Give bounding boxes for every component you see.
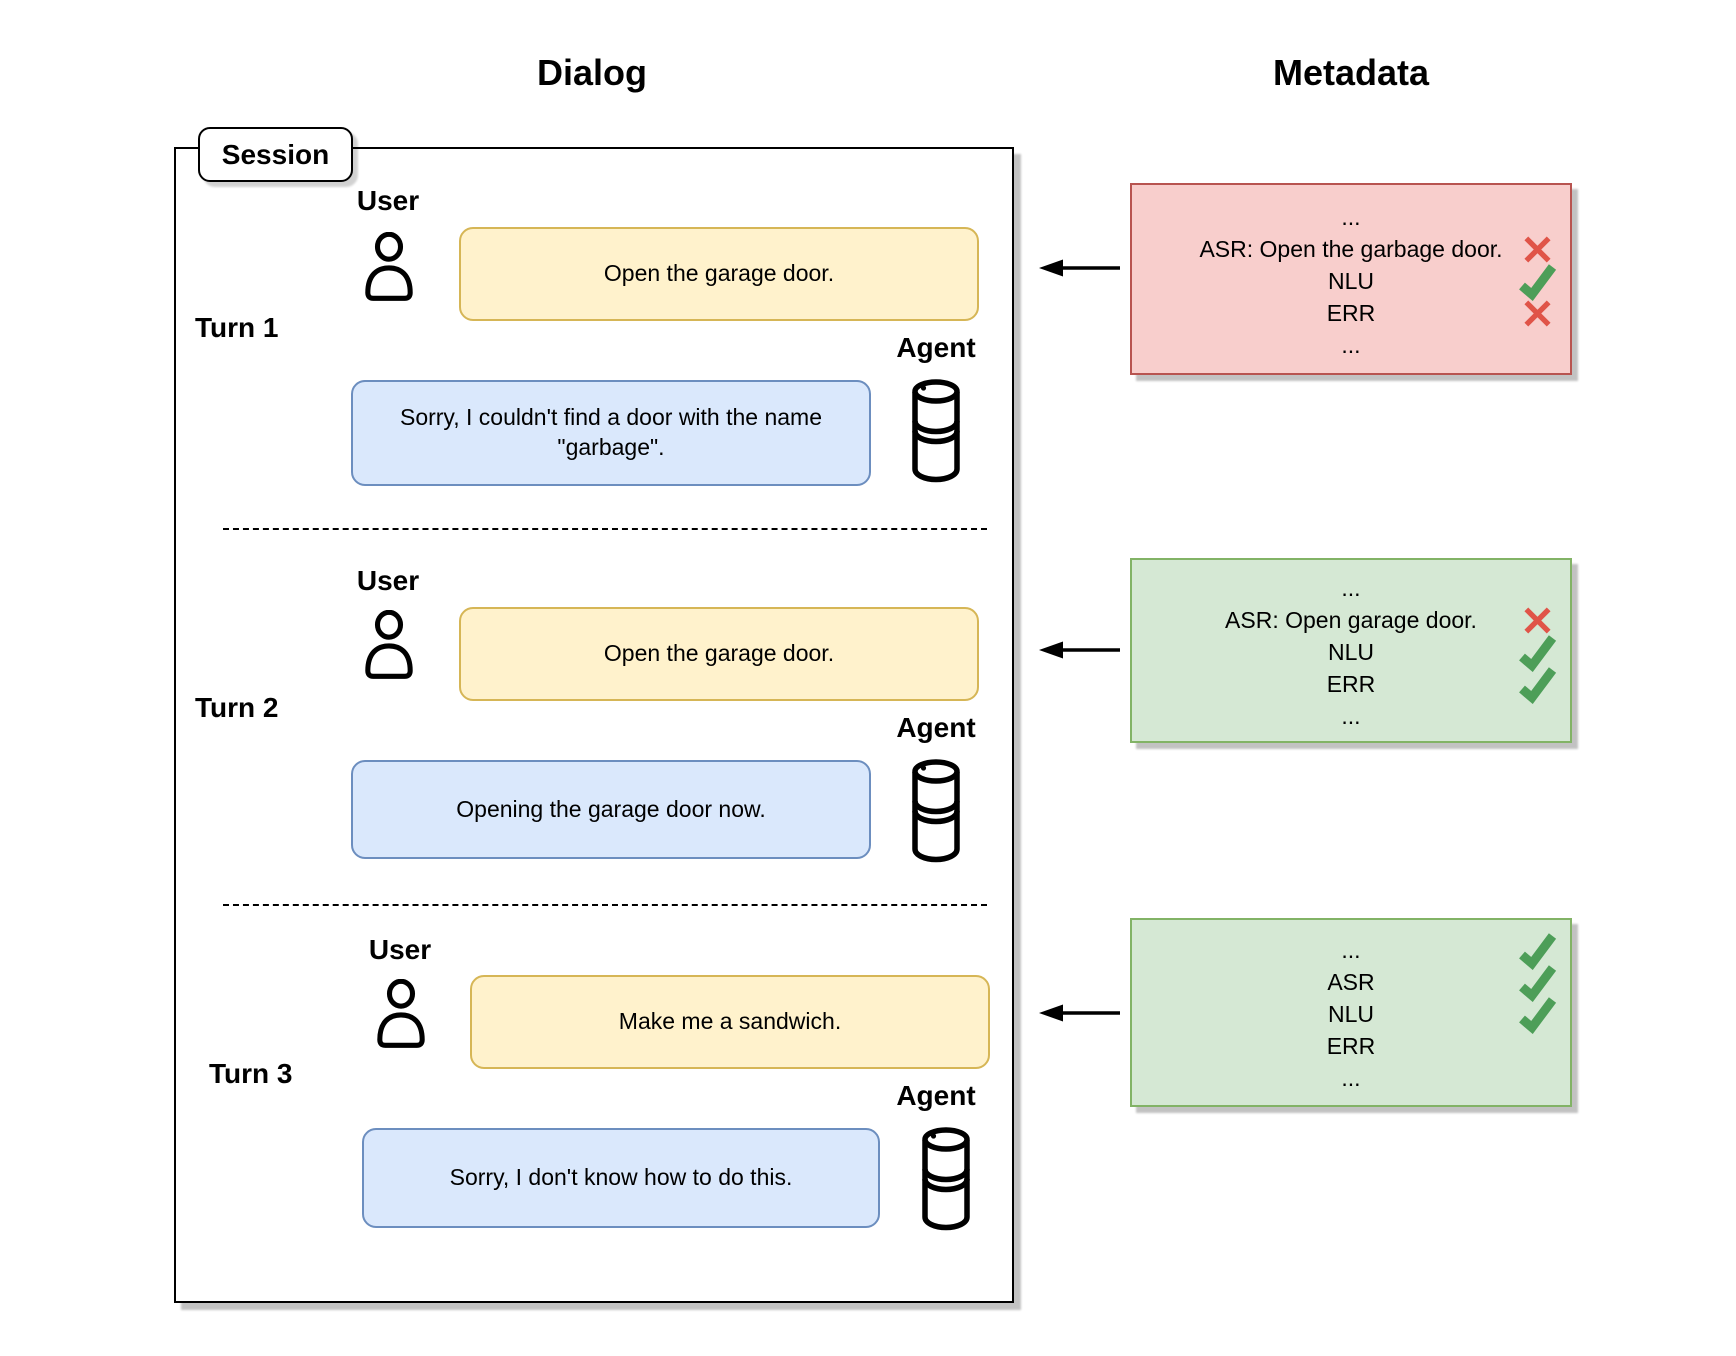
- turn-separator: [223, 528, 987, 530]
- meta-row: NLU: [1132, 264, 1570, 301]
- meta-row-text: ...: [1341, 574, 1361, 601]
- user-message-bubble: Make me a sandwich.: [470, 975, 990, 1069]
- meta-row: ERR: [1132, 297, 1570, 329]
- meta-row: NLU: [1132, 635, 1570, 672]
- check-icon: [1516, 631, 1558, 673]
- meta-row-text: ...: [1341, 203, 1361, 230]
- meta-row-text: ERR: [1326, 670, 1376, 697]
- meta-row: ...: [1132, 933, 1570, 970]
- user-message-bubble: Open the garage door.: [459, 607, 979, 701]
- cross-icon: [1516, 599, 1558, 641]
- user-label: User: [356, 185, 420, 216]
- check-icon: [1516, 961, 1558, 1003]
- check-icon: [1516, 993, 1558, 1035]
- agent-message-bubble: Sorry, I don't know how to do this.: [362, 1128, 880, 1228]
- status-mark: [1516, 1057, 1558, 1099]
- session-box: [174, 147, 1014, 1303]
- left-arrow-icon: [1036, 255, 1122, 281]
- meta-row: ...: [1132, 572, 1570, 604]
- database-icon: [910, 378, 962, 484]
- turn-label: Turn 2: [195, 692, 279, 723]
- dialog-column-title: Dialog: [536, 52, 647, 93]
- meta-row-text: ASR: [1327, 968, 1375, 995]
- meta-row: ERR: [1132, 1030, 1570, 1062]
- meta-row: ASR: Open the garbage door.: [1132, 233, 1570, 265]
- meta-row-text: NLU: [1327, 638, 1374, 665]
- metadata-box: ... ASR: Open garage door. NLU ERR ...: [1130, 558, 1572, 743]
- left-arrow-icon: [1036, 637, 1122, 663]
- meta-row-text: ...: [1341, 1064, 1361, 1091]
- meta-row-text: ...: [1341, 331, 1361, 358]
- meta-row-text: NLU: [1327, 1000, 1374, 1027]
- agent-message-bubble: Opening the garage door now.: [351, 760, 871, 859]
- user-icon: [361, 610, 417, 680]
- meta-row: ...: [1132, 201, 1570, 233]
- user-icon: [361, 232, 417, 302]
- database-icon: [910, 758, 962, 864]
- meta-row-text: NLU: [1327, 267, 1374, 294]
- meta-row: ...: [1132, 1062, 1570, 1094]
- check-icon: [1516, 260, 1558, 302]
- meta-row: ...: [1132, 329, 1570, 361]
- meta-row-text: ERR: [1326, 1032, 1376, 1059]
- turn-label: Turn 1: [195, 312, 279, 343]
- meta-row-text: ...: [1341, 936, 1361, 963]
- status-mark: [1516, 695, 1558, 737]
- user-label: User: [368, 934, 432, 965]
- meta-row-text: ...: [1341, 702, 1361, 729]
- meta-row-text: ASR: Open the garbage door.: [1199, 235, 1503, 262]
- cross-icon: [1516, 292, 1558, 334]
- metadata-box: ... ASR NLU ERR ...: [1130, 918, 1572, 1107]
- agent-message-bubble: Sorry, I couldn't find a door with the n…: [351, 380, 871, 486]
- left-arrow-icon: [1036, 1000, 1122, 1026]
- database-icon: [920, 1126, 972, 1232]
- user-message-bubble: Open the garage door.: [459, 227, 979, 321]
- turn-label: Turn 3: [209, 1058, 293, 1089]
- meta-row: ASR: Open garage door.: [1132, 604, 1570, 636]
- user-icon: [373, 979, 429, 1049]
- meta-row: ASR: [1132, 965, 1570, 1002]
- status-mark: [1516, 324, 1558, 366]
- agent-label: Agent: [896, 1080, 976, 1111]
- agent-label: Agent: [896, 712, 976, 743]
- metadata-column-title: Metadata: [1272, 52, 1430, 93]
- cross-icon: [1516, 228, 1558, 270]
- turn-separator: [223, 904, 987, 906]
- meta-row-text: ERR: [1326, 299, 1376, 326]
- check-icon: [1516, 663, 1558, 705]
- user-label: User: [356, 565, 420, 596]
- check-icon: [1516, 929, 1558, 971]
- meta-row: ERR: [1132, 667, 1570, 704]
- meta-row: ...: [1132, 700, 1570, 732]
- agent-label: Agent: [896, 332, 976, 363]
- meta-row-text: ASR: Open garage door.: [1225, 606, 1477, 633]
- metadata-box: ... ASR: Open the garbage door. NLU ERR …: [1130, 183, 1572, 375]
- session-label: Session: [198, 127, 353, 182]
- meta-row: NLU: [1132, 997, 1570, 1034]
